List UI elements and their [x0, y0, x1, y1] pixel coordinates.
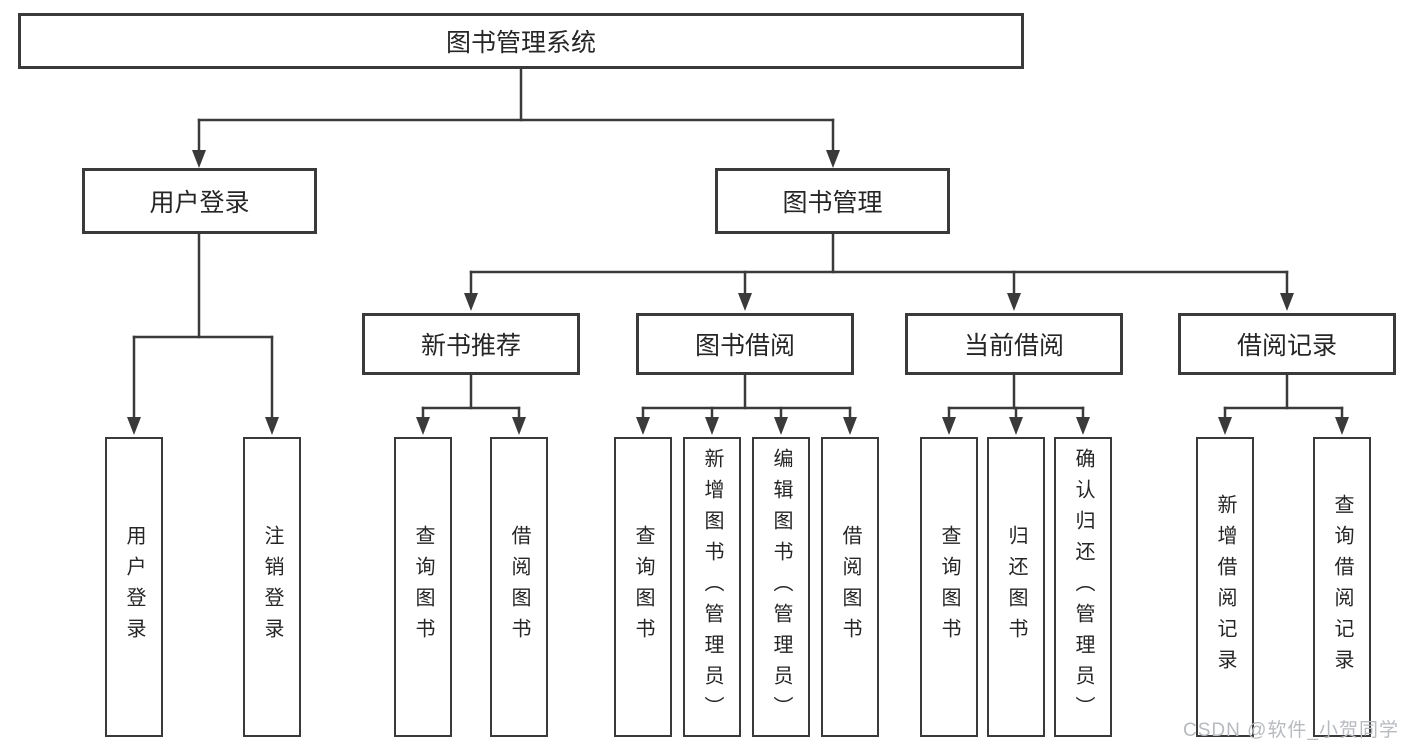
leaf-add-book-admin: 新增图书（管理员） [683, 437, 741, 737]
node-borrow-records: 借阅记录 [1178, 313, 1396, 375]
node-current-borrowing: 当前借阅 [905, 313, 1123, 375]
branch-root [192, 67, 840, 168]
leaf-return-book: 归还图书 [987, 437, 1045, 737]
branch-new-book [416, 373, 526, 435]
node-book-borrowing: 图书借阅 [636, 313, 854, 375]
node-user-login: 用户登录 [82, 168, 317, 234]
node-book-management: 图书管理 [715, 168, 950, 234]
branch-book-borrow [636, 373, 857, 435]
leaf-user-login: 用户登录 [105, 437, 163, 737]
branch-book-management [464, 232, 1294, 311]
leaf-search-books-current: 查询图书 [920, 437, 978, 737]
branch-user-login [127, 232, 279, 435]
leaf-search-books-borrowing: 查询图书 [614, 437, 672, 737]
node-library-system: 图书管理系统 [18, 13, 1024, 69]
branch-current-borrow [942, 373, 1090, 435]
leaf-add-borrow-record: 新增借阅记录 [1196, 437, 1254, 737]
leaf-borrow-book: 借阅图书 [821, 437, 879, 737]
leaf-search-books: 查询图书 [394, 437, 452, 737]
leaf-confirm-return-admin: 确认归还（管理员） [1054, 437, 1112, 737]
leaf-logout: 注销登录 [243, 437, 301, 737]
leaf-edit-book-admin: 编辑图书（管理员） [752, 437, 810, 737]
leaf-borrow-books: 借阅图书 [490, 437, 548, 737]
branch-borrow-records [1218, 373, 1349, 435]
leaf-search-borrow-record: 查询借阅记录 [1313, 437, 1371, 737]
node-new-book-recommend: 新书推荐 [362, 313, 580, 375]
csdn-watermark: CSDN @软件_小贺同学 [1183, 720, 1399, 741]
